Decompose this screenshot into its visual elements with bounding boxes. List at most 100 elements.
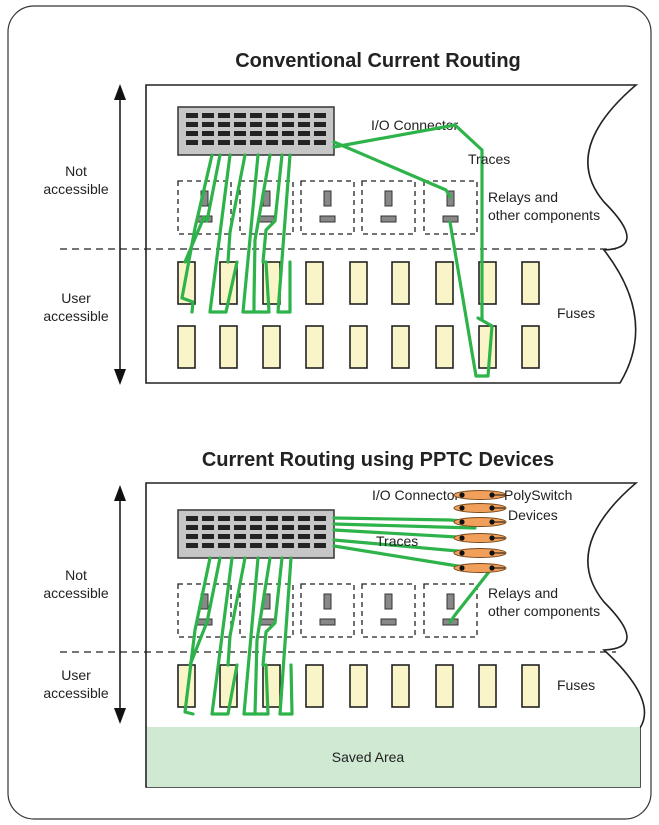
bottom-fuse: [478, 664, 497, 708]
bottom-trace-13: [332, 544, 472, 570]
top-connector-pin: [314, 113, 326, 118]
bottom-connector-pin: [266, 525, 278, 530]
bottom-connector-pin: [202, 534, 214, 539]
bottom-io-connector: [177, 509, 335, 559]
top-connector-pin: [202, 131, 214, 136]
top-connector-pin: [202, 140, 214, 145]
bottom-connector-pin: [234, 525, 246, 530]
top-connector-pin: [234, 131, 246, 136]
bottom-connector-pin: [186, 534, 198, 539]
bottom-connector-pin: [298, 525, 310, 530]
saved-area: [147, 727, 640, 787]
top-connector-pin: [298, 140, 310, 145]
top-connector-pin: [234, 140, 246, 145]
top-connector-pin: [314, 131, 326, 136]
bottom-connector-pin: [234, 543, 246, 548]
top-trace-6: [252, 153, 272, 314]
top-arrow-down-head: [114, 369, 126, 385]
top-relay-pin: [384, 190, 393, 207]
top-fuse: [349, 325, 368, 369]
top-fuse: [521, 261, 540, 305]
bottom-connector-pin: [234, 534, 246, 539]
bottom-relays-label-2: other components: [488, 603, 600, 619]
bottom-user-accessible-label-2: accessible: [43, 685, 109, 701]
bottom-connector-pin: [250, 534, 262, 539]
top-connector-pin: [250, 113, 262, 118]
bottom-connector-pin: [250, 516, 262, 521]
top-trace-3: [208, 153, 239, 314]
top-fuses-label: Fuses: [557, 305, 595, 321]
top-trace-7: [261, 153, 284, 264]
top-connector-pin: [218, 131, 230, 136]
top-connector-pin: [266, 122, 278, 127]
top-connector-pin: [266, 131, 278, 136]
bottom-not-accessible-label-2: accessible: [43, 585, 109, 601]
bottom-trace-1: [183, 556, 212, 716]
bottom-connector-pin: [250, 525, 262, 530]
top-traces: [180, 123, 494, 378]
top-connector-pin: [234, 122, 246, 127]
top-relay-pin: [319, 215, 336, 223]
bottom-trace-14: [448, 566, 494, 624]
bottom-connector-pin: [298, 543, 310, 548]
bottom-connector-pin: [234, 516, 246, 521]
top-fuse: [478, 325, 497, 369]
bottom-relay-pin: [319, 618, 336, 626]
bottom-fuse: [435, 664, 454, 708]
bottom-connector-pin: [202, 543, 214, 548]
bottom-connector-pin: [298, 516, 310, 521]
bottom-not-accessible-label-1: Not: [65, 567, 87, 583]
bottom-connector-pin: [314, 516, 326, 521]
bottom-connector-pin: [218, 534, 230, 539]
bottom-relay-pin: [384, 593, 393, 610]
top-user-accessible-label-2: accessible: [43, 308, 109, 324]
bottom-trace-3: [210, 556, 239, 716]
top-fuse: [391, 261, 410, 305]
top-connector-pin: [186, 131, 198, 136]
bottom-fuse: [305, 664, 324, 708]
bottom-connector-pin: [250, 543, 262, 548]
bottom-arrow-down-head: [114, 708, 126, 724]
top-fuse: [305, 261, 324, 305]
top-trace-4: [226, 153, 247, 264]
bottom-trace-6: [253, 556, 272, 716]
bottom-fuse: [521, 664, 540, 708]
bottom-trace-4: [226, 556, 247, 667]
top-connector-pin: [202, 122, 214, 127]
top-connector-pin: [266, 140, 278, 145]
bottom-connector-pin: [218, 516, 230, 521]
polyswitch-lead: [459, 492, 465, 498]
top-connector-pin: [250, 140, 262, 145]
top-connector-pin: [314, 122, 326, 127]
bottom-user-accessible-label-1: User: [61, 667, 91, 683]
top-connector-pin: [186, 140, 198, 145]
top-connector-pin: [218, 113, 230, 118]
bottom-connector-pin: [266, 516, 278, 521]
top-relay-pin: [323, 190, 332, 207]
bottom-connector-pin: [202, 516, 214, 521]
bottom-relay-pin: [380, 618, 397, 626]
bottom-connector-pin: [186, 543, 198, 548]
top-trace-11: [448, 220, 494, 378]
top-relay-pin: [380, 215, 397, 223]
top-title: Conventional Current Routing: [235, 50, 521, 72]
bottom-connector-pin: [314, 525, 326, 530]
top-fuses: [177, 261, 540, 369]
top-connector-pin: [218, 140, 230, 145]
top-trace-9: [332, 140, 452, 199]
bottom-connector-pin: [266, 543, 278, 548]
bottom-io-connector-label: I/O Connector: [372, 487, 459, 503]
top-fuse: [435, 261, 454, 305]
top-fuse: [305, 325, 324, 369]
top-fuse: [219, 325, 238, 369]
bottom-connector-pin: [314, 543, 326, 548]
top-fuse: [262, 325, 281, 369]
bottom-arrow-up-head: [114, 485, 126, 501]
top-connector-pin: [282, 131, 294, 136]
polyswitch-lead: [459, 565, 465, 571]
bottom-title: Current Routing using PPTC Devices: [202, 449, 554, 471]
top-fuse: [435, 325, 454, 369]
top-fuse: [391, 325, 410, 369]
top-user-accessible-label-1: User: [61, 290, 91, 306]
